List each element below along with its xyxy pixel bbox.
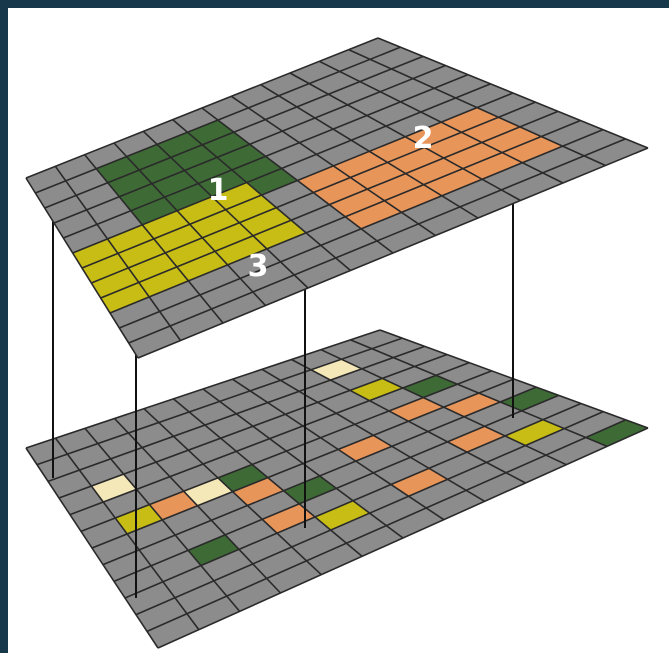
zone-1-label: 1 xyxy=(208,173,229,208)
zone-2-label: 2 xyxy=(413,121,434,156)
zone-3-label: 3 xyxy=(248,249,269,284)
raster-layers-diagram: 1 2 3 xyxy=(8,8,669,653)
top-raster-layer xyxy=(26,38,648,358)
bottom-raster-layer xyxy=(26,330,648,648)
diagram-canvas: 1 2 3 xyxy=(8,8,669,653)
